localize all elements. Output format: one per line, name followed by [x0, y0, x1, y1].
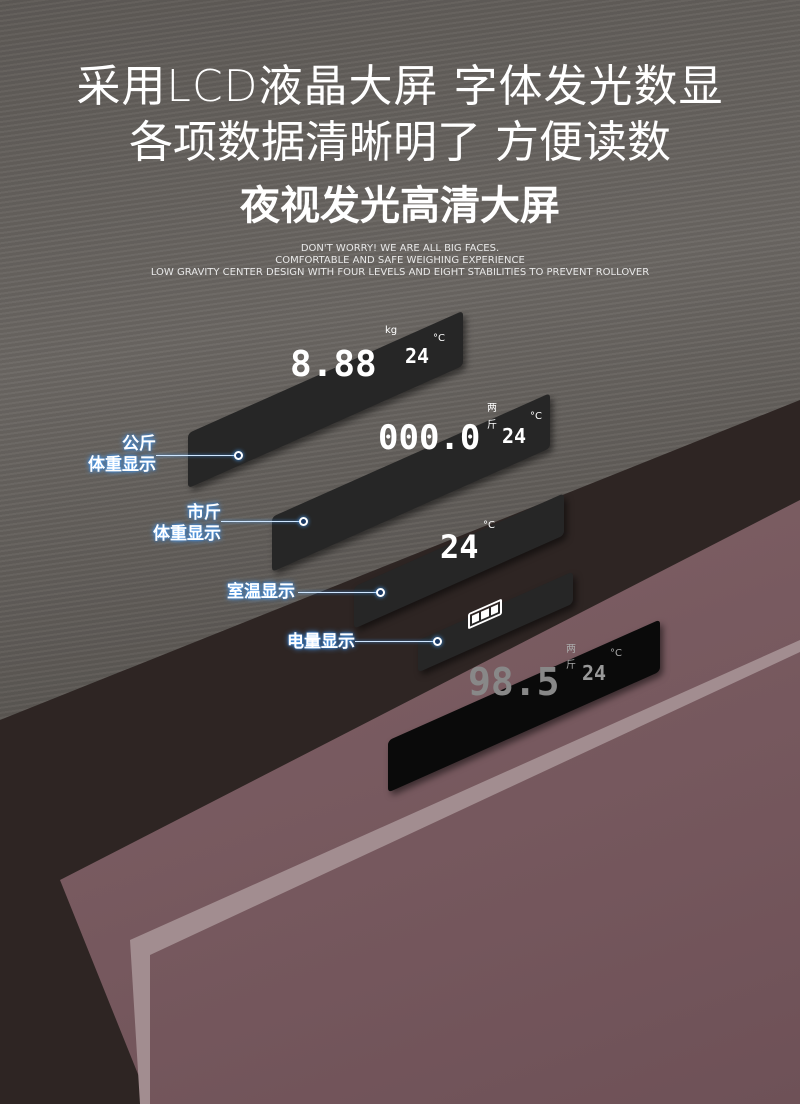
temp-unit: °C	[483, 520, 495, 531]
jin-unit2: 两	[487, 403, 497, 414]
main-value: 98.5	[468, 660, 560, 704]
temp-value: 24	[440, 528, 479, 566]
kg-value: 8.88	[290, 344, 377, 385]
main-unit: 斤	[566, 660, 576, 671]
jin-temp-unit: °C	[530, 411, 542, 422]
subtitle-line2: COMFORTABLE AND SAFE WEIGHING EXPERIENCE	[275, 255, 525, 266]
subtitle-line1: DON'T WORRY! WE ARE ALL BIG FACES.	[300, 243, 500, 254]
callout-battery: 电量显示	[287, 632, 355, 652]
subtitle-line3: LOW GRAVITY CENTER DESIGN WITH FOUR LEVE…	[150, 267, 650, 278]
jin-unit: 斤	[487, 420, 497, 431]
main-temp: 24	[582, 661, 607, 685]
main-temp-unit: °C	[610, 648, 622, 659]
callout-jin-dot	[299, 517, 308, 526]
kg-temp: 24	[405, 344, 430, 368]
callout-jin-line	[221, 521, 301, 522]
callout-kg: 公斤 体重显示	[88, 434, 156, 475]
callout-temp: 室温显示	[227, 582, 295, 602]
kg-unit: kg	[385, 325, 398, 336]
callout-temp-line	[298, 592, 378, 593]
headline-line3: 夜视发光高清大屏	[240, 183, 560, 229]
callout-jin: 市斤 体重显示	[153, 503, 221, 544]
callout-battery-line	[355, 641, 435, 642]
callout-battery-dot	[433, 637, 442, 646]
callout-temp-dot	[376, 588, 385, 597]
callout-kg-line	[156, 455, 236, 456]
jin-value: 000.0	[378, 418, 481, 458]
jin-temp: 24	[502, 424, 527, 448]
headline-line2: 各项数据清晰明了 方便读数	[129, 117, 671, 168]
kg-temp-unit: °C	[433, 333, 445, 344]
callout-kg-dot	[234, 451, 243, 460]
headline-line1: 采用LCD液晶大屏 字体发光数显	[76, 61, 724, 112]
main-unit2: 两	[566, 644, 576, 655]
